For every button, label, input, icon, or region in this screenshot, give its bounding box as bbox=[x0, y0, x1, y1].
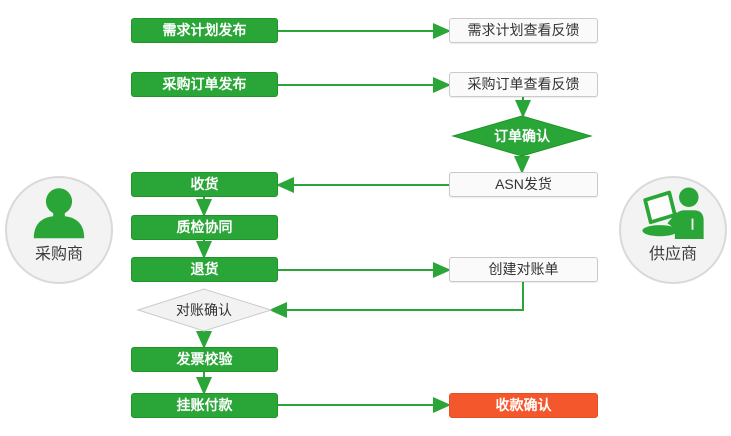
node-payment-confirm: 收款确认 bbox=[449, 393, 598, 418]
node-statement-confirm-diamond bbox=[136, 288, 273, 332]
actor-buyer-label: 采购商 bbox=[34, 246, 83, 263]
actor-supplier-label: 供应商 bbox=[648, 246, 697, 263]
actor-supplier: 供应商 bbox=[619, 176, 727, 284]
node-order-confirm-diamond bbox=[451, 115, 593, 157]
node-statement-confirm-label: 对账确认 bbox=[176, 302, 232, 318]
node-demand-plan-publish: 需求计划发布 bbox=[131, 18, 278, 43]
actor-buyer: 采购商 bbox=[5, 176, 113, 284]
node-return-goods: 退货 bbox=[131, 257, 278, 282]
node-order-confirm-label: 订单确认 bbox=[494, 128, 550, 144]
node-receiving: 收货 bbox=[131, 172, 278, 197]
node-purchase-order-feedback: 采购订单查看反馈 bbox=[449, 72, 598, 97]
node-quality-inspection: 质检协同 bbox=[131, 215, 278, 240]
node-purchase-order-publish: 采购订单发布 bbox=[131, 72, 278, 97]
person-with-laptop-icon bbox=[642, 187, 704, 239]
arrow-statement-to-confirm bbox=[269, 282, 524, 318]
node-invoice-verification: 发票校验 bbox=[131, 347, 278, 372]
node-account-payment: 挂账付款 bbox=[131, 393, 278, 418]
node-create-statement: 创建对账单 bbox=[449, 257, 598, 282]
node-asn-shipping: ASN发货 bbox=[449, 172, 598, 197]
node-demand-plan-feedback: 需求计划查看反馈 bbox=[449, 18, 598, 43]
person-silhouette-icon bbox=[33, 188, 85, 239]
